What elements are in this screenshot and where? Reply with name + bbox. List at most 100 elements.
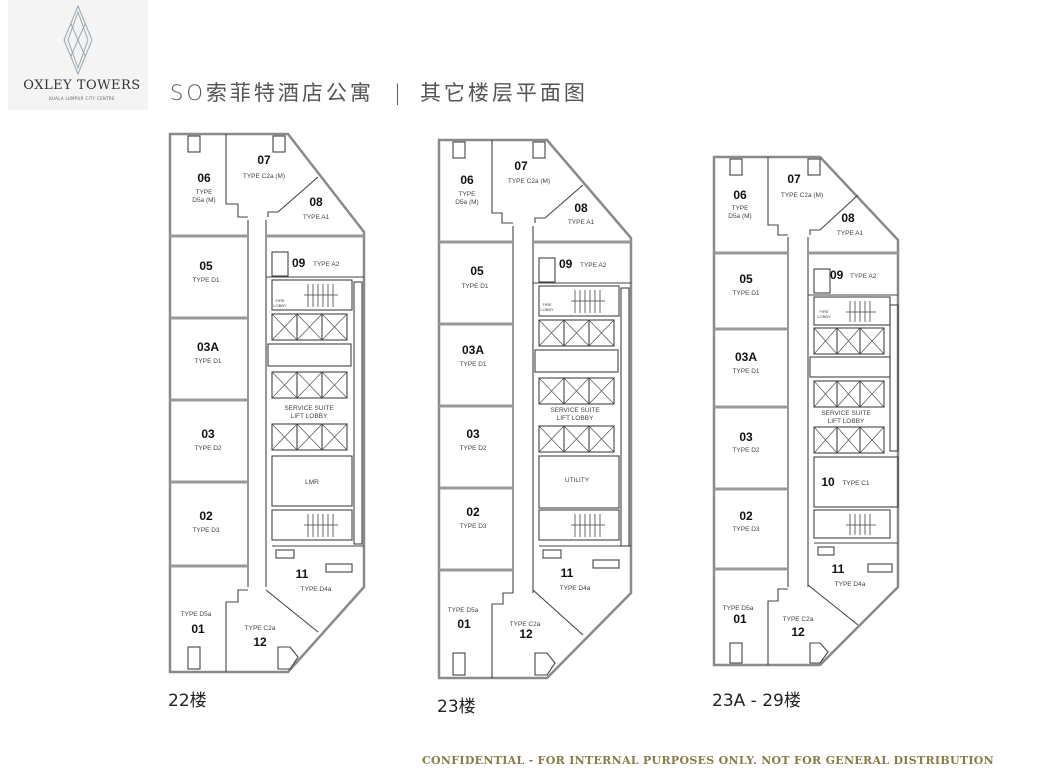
- unit-03a-number: 03A: [735, 350, 757, 364]
- unit-01-number: 01: [191, 622, 205, 636]
- svg-text:TYPE D4a: TYPE D4a: [301, 586, 332, 593]
- svg-text:TYPE D4a: TYPE D4a: [835, 581, 866, 588]
- svg-text:TYPE C2a: TYPE C2a: [245, 625, 276, 632]
- svg-text:TYPE D1: TYPE D1: [732, 290, 759, 297]
- unit-08-number: 08: [309, 195, 323, 209]
- unit-05-number: 05: [470, 264, 484, 278]
- unit-11-number: 11: [296, 567, 309, 581]
- unit-10-number: 10: [821, 475, 835, 489]
- core-room-label: UTILITY: [565, 477, 590, 484]
- brand-name: OXLEY TOWERS: [23, 78, 141, 93]
- unit-07-number: 07: [787, 172, 801, 186]
- floor-plan-22f: 06 TYPE D5a (M) 07 TYPE C2a (M) 08 TYPE …: [168, 132, 368, 677]
- svg-text:TYPE D5a: TYPE D5a: [723, 605, 754, 612]
- unit-09-number: 09: [559, 257, 573, 271]
- floor-plan-drawing: 06 TYPE D5a (M) 07 TYPE C2a (M) 08 TYPE …: [168, 132, 366, 674]
- svg-text:LOBBY: LOBBY: [273, 303, 287, 308]
- floor-plan-drawing: 06 TYPE D5a (M) 07 TYPE C2a (M) 08 TYPE …: [712, 155, 900, 667]
- unit-06-number: 06: [197, 171, 211, 185]
- svg-text:TYPE D1: TYPE D1: [194, 358, 221, 365]
- svg-text:TYPE D1: TYPE D1: [461, 283, 488, 290]
- unit-01-number: 01: [733, 612, 747, 626]
- svg-text:LIFT LOBBY: LIFT LOBBY: [828, 418, 865, 425]
- svg-text:TYPE: TYPE: [732, 205, 750, 212]
- unit-06-number: 06: [733, 188, 747, 202]
- unit-06-number: 06: [460, 173, 474, 187]
- floor-label-23f: 23楼: [437, 697, 476, 717]
- svg-text:TYPE D3: TYPE D3: [192, 527, 219, 534]
- unit-02-number: 02: [739, 509, 753, 523]
- unit-01-number: 01: [457, 617, 471, 631]
- svg-text:SERVICE SUITE: SERVICE SUITE: [284, 405, 334, 412]
- svg-text:TYPE C2a: TYPE C2a: [783, 616, 814, 623]
- svg-text:TYPE A1: TYPE A1: [568, 219, 595, 226]
- diamond-lattice-icon: [63, 4, 93, 76]
- unit-09-number: 09: [830, 268, 844, 282]
- floor-label-23a-29f: 23A - 29楼: [712, 691, 801, 711]
- svg-text:TYPE D5a: TYPE D5a: [448, 607, 479, 614]
- unit-05-number: 05: [739, 272, 753, 286]
- unit-03-number: 03: [466, 427, 480, 441]
- unit-03-number: 03: [739, 430, 753, 444]
- svg-text:TYPE A1: TYPE A1: [837, 230, 864, 237]
- page-title: SO索菲特酒店公寓 | 其它楼层平面图: [170, 77, 588, 107]
- unit-12-number: 12: [253, 635, 267, 649]
- svg-text:LIFT LOBBY: LIFT LOBBY: [557, 415, 594, 422]
- unit-03a-number: 03A: [462, 343, 484, 357]
- svg-text:TYPE: TYPE: [459, 191, 477, 198]
- svg-text:SERVICE SUITE: SERVICE SUITE: [821, 410, 871, 417]
- svg-text:TYPE D3: TYPE D3: [732, 526, 759, 533]
- confidential-notice: CONFIDENTIAL - FOR INTERNAL PURPOSES ONL…: [422, 754, 995, 767]
- unit-11-number: 11: [832, 562, 845, 576]
- core-room-label: LMR: [305, 479, 319, 486]
- svg-text:TYPE: TYPE: [196, 189, 214, 196]
- svg-text:D5a (M): D5a (M): [728, 213, 751, 220]
- svg-text:TYPE C1: TYPE C1: [842, 480, 869, 487]
- svg-text:TYPE C2a (M): TYPE C2a (M): [243, 173, 285, 180]
- title-separator: |: [393, 81, 404, 105]
- svg-text:D5a (M): D5a (M): [192, 197, 215, 204]
- unit-03a-number: 03A: [197, 340, 219, 354]
- unit-05-number: 05: [199, 259, 213, 273]
- svg-text:TYPE D4a: TYPE D4a: [560, 585, 591, 592]
- svg-text:TYPE D3: TYPE D3: [459, 523, 486, 530]
- svg-text:TYPE D2: TYPE D2: [459, 445, 486, 452]
- svg-text:FIRE: FIRE: [275, 298, 284, 303]
- svg-text:LIFT LOBBY: LIFT LOBBY: [291, 413, 328, 420]
- unit-08-number: 08: [841, 211, 855, 225]
- brand-logo: OXLEY TOWERS KUALA LUMPUR CITY CENTRE: [8, 0, 148, 110]
- unit-08-number: 08: [574, 201, 588, 215]
- floor-plan-drawing: 06 TYPE D5a (M) 07 TYPE C2a (M) 08 TYPE …: [437, 138, 633, 680]
- svg-text:TYPE D2: TYPE D2: [194, 445, 221, 452]
- brand-subtitle: KUALA LUMPUR CITY CENTRE: [49, 96, 115, 101]
- svg-text:TYPE D1: TYPE D1: [732, 368, 759, 375]
- unit-07-number: 07: [514, 159, 528, 173]
- unit-02-number: 02: [466, 505, 480, 519]
- svg-text:TYPE D1: TYPE D1: [192, 277, 219, 284]
- unit-12-number: 12: [791, 625, 805, 639]
- unit-12-number: 12: [519, 627, 533, 641]
- svg-text:SERVICE SUITE: SERVICE SUITE: [550, 407, 600, 414]
- title-project: SO索菲特酒店公寓: [170, 81, 374, 105]
- svg-text:D5a (M): D5a (M): [455, 199, 478, 206]
- unit-03-number: 03: [201, 427, 215, 441]
- svg-text:TYPE A2: TYPE A2: [580, 262, 607, 269]
- svg-text:TYPE C2a (M): TYPE C2a (M): [508, 178, 550, 185]
- svg-text:TYPE D2: TYPE D2: [732, 447, 759, 454]
- svg-text:LOBBY: LOBBY: [817, 314, 831, 319]
- title-section: 其它楼层平面图: [419, 81, 588, 105]
- svg-text:TYPE A2: TYPE A2: [313, 261, 340, 268]
- floor-plan-23a-29f: 06 TYPE D5a (M) 07 TYPE C2a (M) 08 TYPE …: [712, 155, 902, 670]
- unit-11-number: 11: [561, 566, 574, 580]
- svg-text:TYPE C2a (M): TYPE C2a (M): [781, 192, 823, 199]
- svg-text:TYPE C2a: TYPE C2a: [510, 621, 541, 628]
- unit-02-number: 02: [199, 509, 213, 523]
- unit-09-number: 09: [292, 256, 306, 270]
- svg-text:FIRE: FIRE: [819, 309, 828, 314]
- svg-text:LOBBY: LOBBY: [540, 307, 554, 312]
- svg-text:TYPE A2: TYPE A2: [850, 273, 877, 280]
- floor-plan-23f: 06 TYPE D5a (M) 07 TYPE C2a (M) 08 TYPE …: [437, 138, 637, 683]
- svg-text:TYPE D1: TYPE D1: [459, 361, 486, 368]
- unit-07-number: 07: [257, 153, 271, 167]
- svg-text:FIRE: FIRE: [542, 302, 551, 307]
